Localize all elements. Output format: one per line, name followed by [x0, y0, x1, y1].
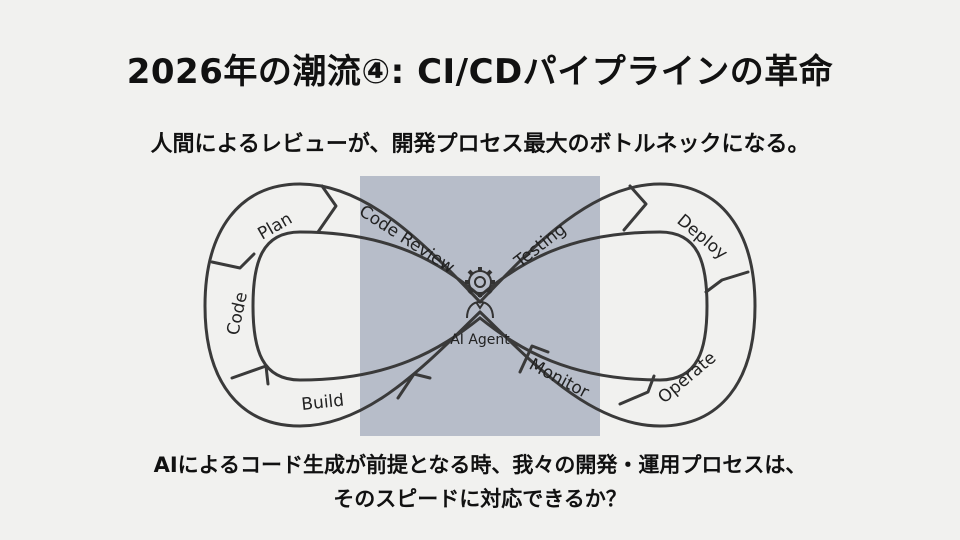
highlight-area: [360, 176, 600, 436]
right-loop-band: [478, 182, 757, 428]
stage-code-label: Code: [223, 290, 252, 337]
page-subtitle: 人間によるレビューが、開発プロセス最大のボトルネックになる。: [150, 132, 810, 157]
ai-agent-label: AI Agent: [450, 332, 510, 348]
ai-agent-gear-icon: [465, 267, 495, 297]
footer-line-1: AIによるコード生成が前提となる時、我々の開発・運用プロセスは、: [153, 453, 807, 477]
footer-line-2: そのスピードに対応できるか？: [333, 487, 627, 511]
page-title: 2026年の潮流④: CI/CDパイプラインの革命: [126, 52, 834, 92]
ai-agent-person-icon: [466, 300, 494, 319]
stage-operate-label: Operate: [654, 348, 720, 408]
footer-question: AIによるコード生成が前提となる時、我々の開発・運用プロセスは、 そのスピードに…: [0, 448, 960, 516]
segment-dividers: [210, 184, 750, 406]
left-loop-band: [203, 182, 482, 428]
stage-build-label: Build: [300, 391, 345, 415]
